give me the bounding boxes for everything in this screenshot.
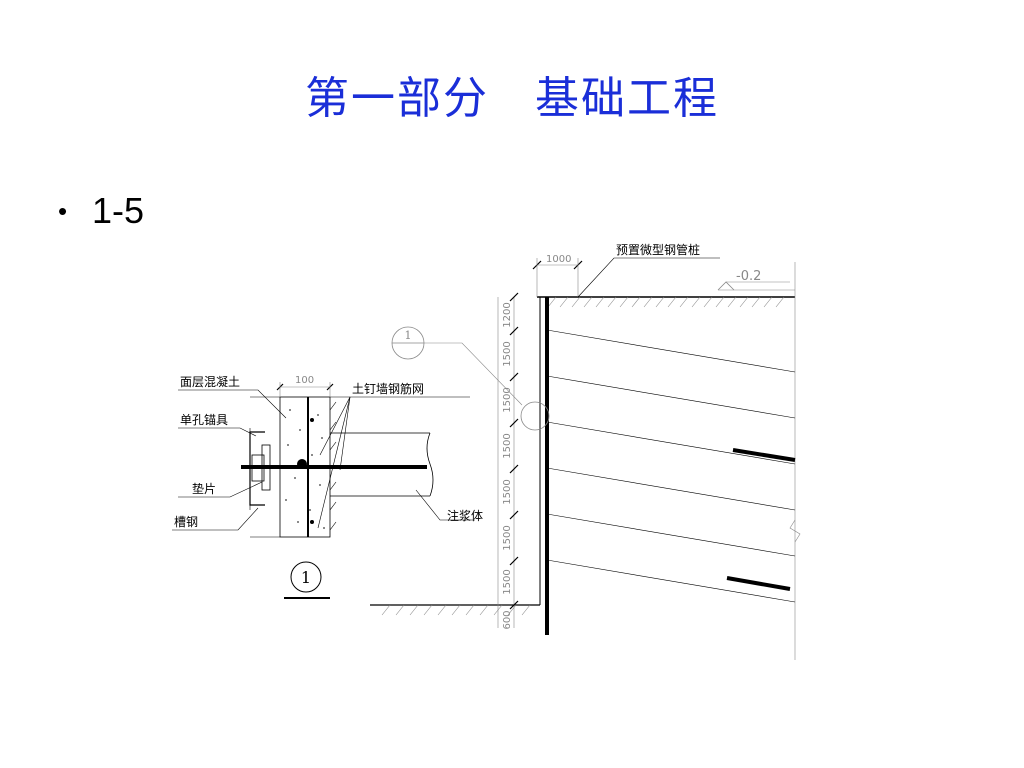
bullet-item: • 1-5 [58,190,144,232]
dim-vertical-7: 600 [502,610,513,629]
dim-vertical-5: 1500 [502,525,513,550]
section-drawing: 1200 1500 1500 1500 1500 1500 1500 600 1… [370,242,801,660]
label-anchor: 单孔锚具 [180,412,228,427]
soil-nails [546,329,796,603]
dim-vertical-4: 1500 [502,479,513,504]
label-channel: 槽钢 [174,515,198,529]
label-pad: 垫片 [192,481,216,496]
label-face-concrete: 面层混凝土 [180,374,240,389]
detail-callout-circle [520,401,550,431]
nail-segment [732,448,796,462]
label-pile: 预置微型钢管桩 [616,242,700,257]
top-hatch [547,296,785,308]
dim-100-label: 100 [295,375,314,386]
concrete-texture [285,409,325,529]
label-grout: 注浆体 [447,508,483,523]
nail-segment [726,576,791,591]
slide-title: 第一部分 基础工程 [305,73,719,124]
dim-vertical-6: 1500 [502,569,513,594]
elevation-label: -0.2 [736,269,761,284]
detail-marker [290,561,322,593]
soil-hatch [329,401,337,531]
detail-drawing: 100 面层混凝土 单孔锚具 垫片 槽钢 土钉墙钢筋网 注浆体 1 [172,374,483,599]
dim-vertical-1: 1500 [502,341,513,366]
detail-marker-number: 1 [301,568,311,587]
bullet-dot-icon: • [58,195,68,226]
label-mesh: 土钉墙钢筋网 [352,381,424,396]
dim-vertical-3: 1500 [502,433,513,458]
dim-vertical-2: 1500 [502,387,513,412]
bottom-hatch [381,604,531,616]
dim-1000-label: 1000 [546,254,571,265]
bullet-text: 1-5 [92,190,145,231]
leader-lines [172,389,475,531]
callout-number: 1 [405,329,412,342]
dim-vertical-0: 1200 [502,302,513,327]
grout-body [330,432,430,497]
dim-ticks [509,292,519,610]
